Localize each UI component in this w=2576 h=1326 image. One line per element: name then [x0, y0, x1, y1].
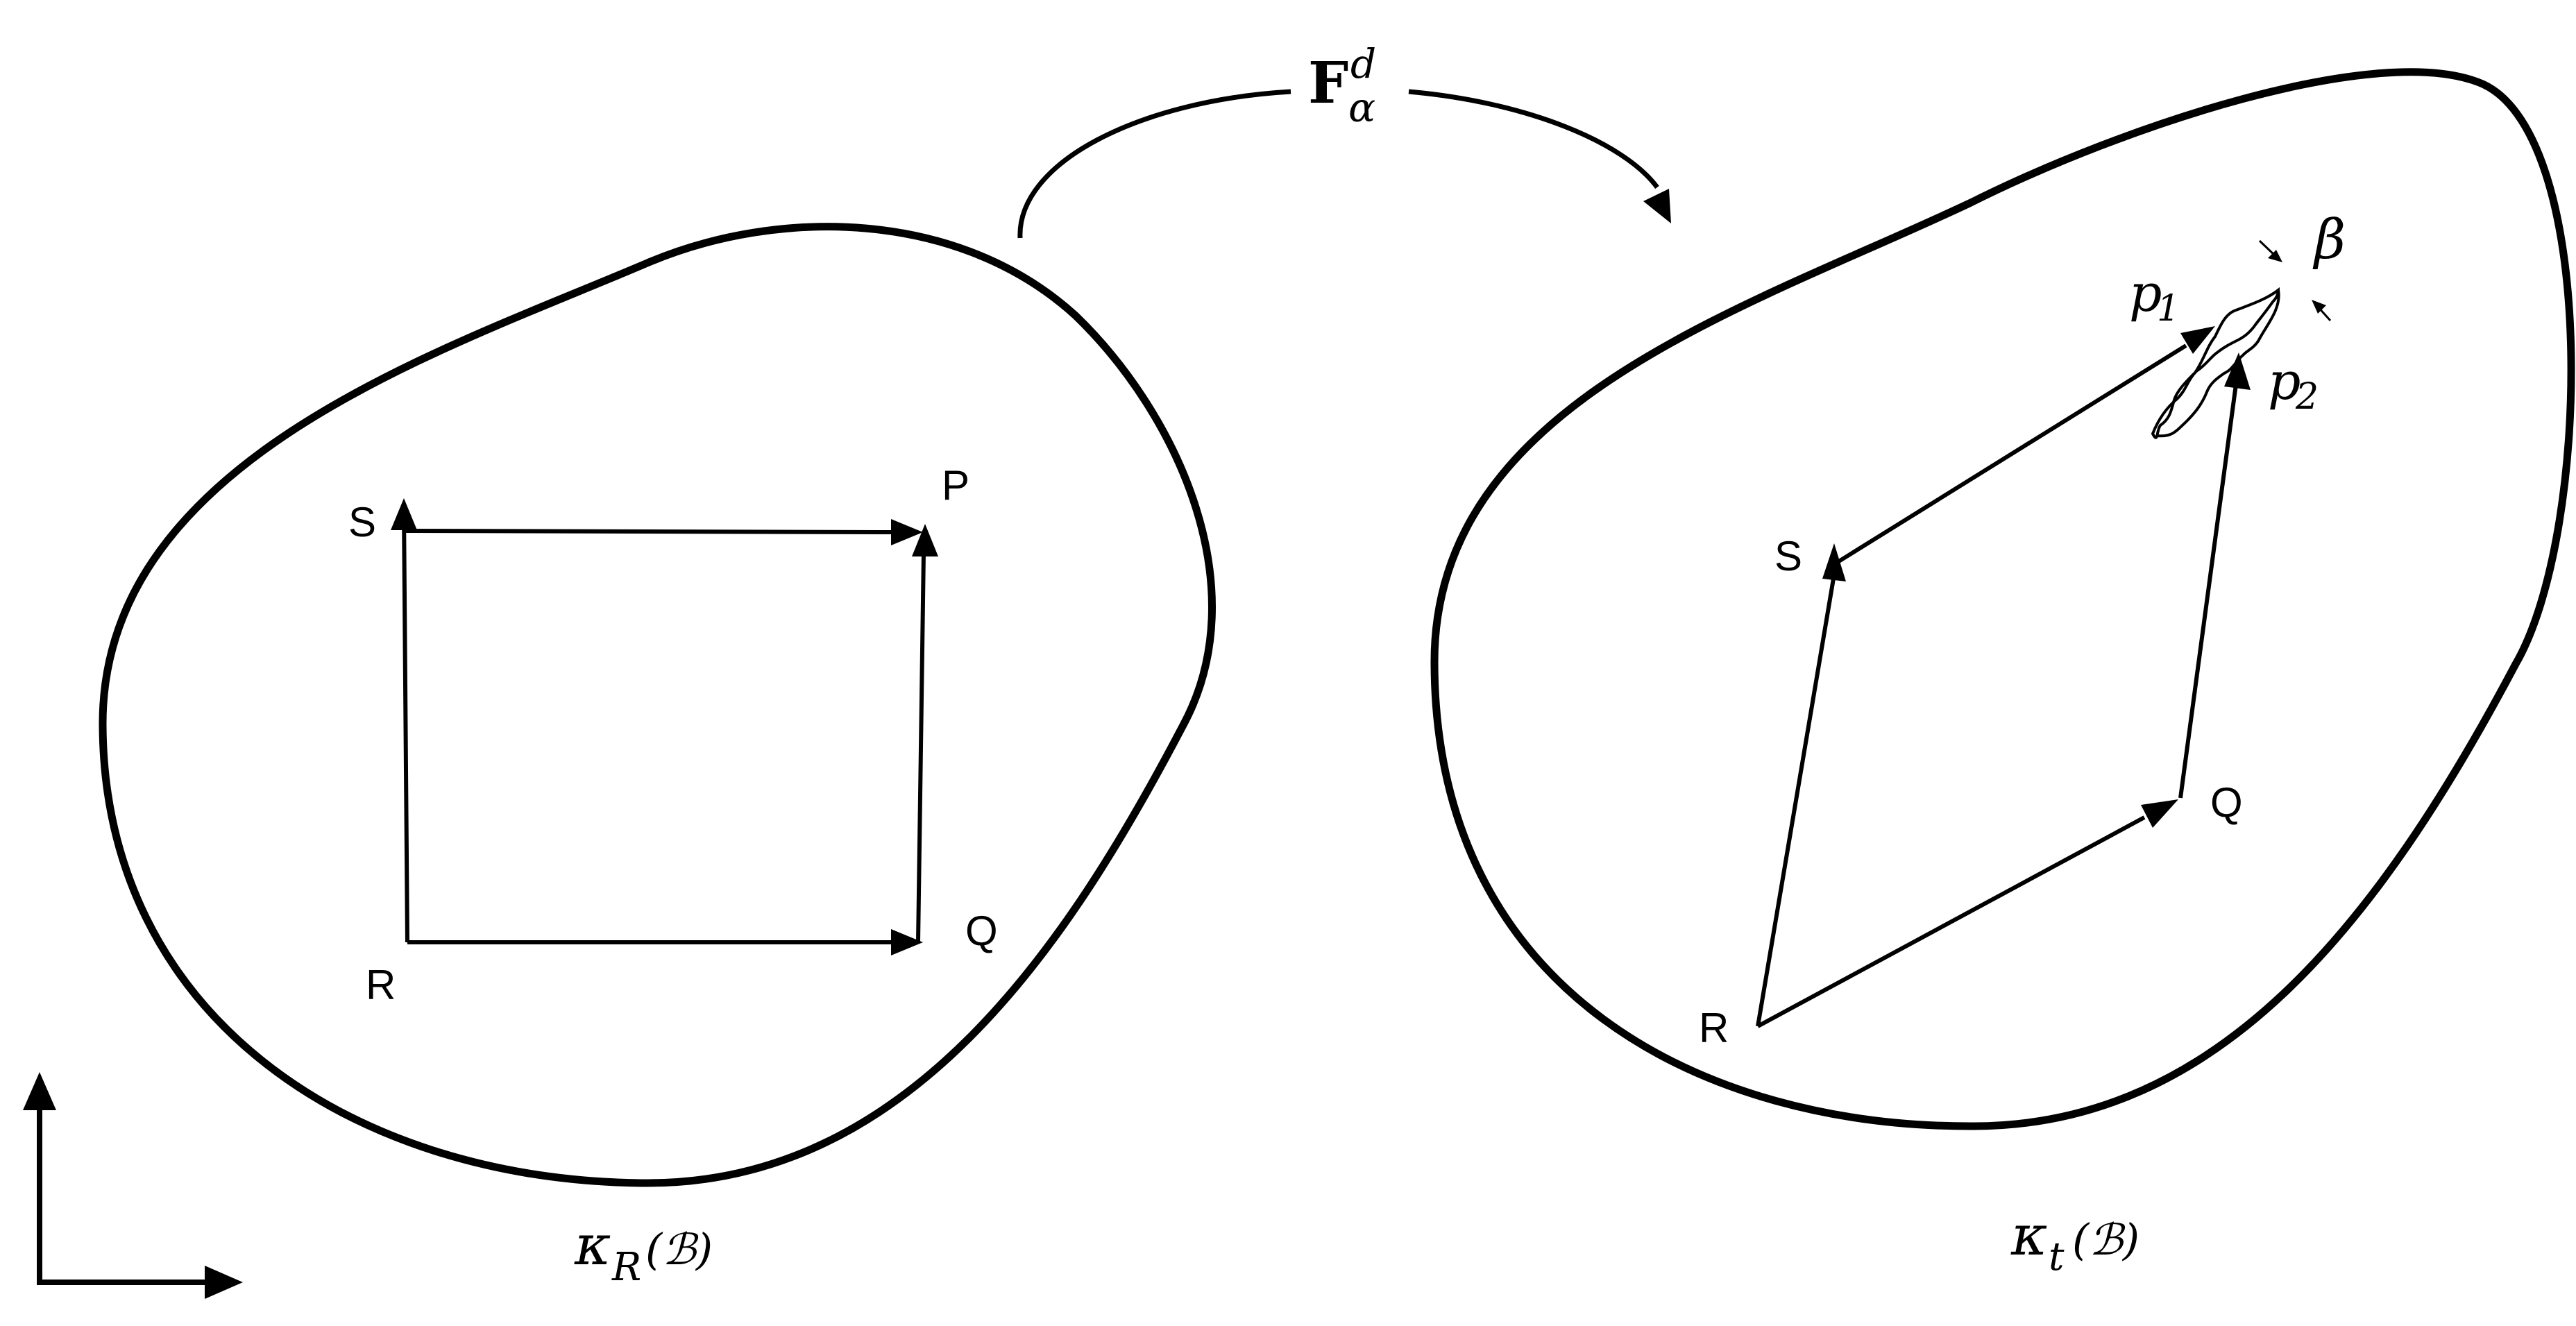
cur-kappa: κ	[2010, 1203, 2047, 1268]
mapping-label: F d α	[1308, 40, 1376, 131]
beta-arrow-lower-head	[2312, 300, 2326, 314]
mapping-sub: α	[1348, 84, 1375, 131]
vector-QP	[916, 552, 926, 943]
vector-RS-head	[391, 498, 417, 530]
reference-body-outline	[99, 223, 1216, 1187]
axis-horizontal-head	[205, 1266, 243, 1299]
label-p1: p 1	[2129, 264, 2180, 330]
axis-vertical-head	[23, 1072, 56, 1110]
cur-point-R: R	[1699, 1005, 1729, 1051]
mapping-arc-right	[1408, 89, 1659, 189]
cur-kappa-arg: (ℬ)	[2072, 1214, 2139, 1265]
ref-point-P: P	[942, 462, 969, 509]
crack-outline-lower	[2156, 289, 2280, 438]
mapping-F: F	[1308, 50, 1348, 117]
ref-kappa-arg: (ℬ)	[645, 1224, 713, 1275]
mapping-arrow: F d α	[1017, 40, 1671, 239]
vector-Sp1-head	[2180, 326, 2215, 354]
label-beta: β	[2312, 209, 2346, 271]
p2-main: p	[2268, 352, 2300, 411]
ref-kappa-sub: R	[611, 1245, 641, 1290]
vector-RS-deformed	[1756, 574, 1836, 1027]
beta-arrow-upper-head	[2268, 250, 2282, 262]
mapping-arrow-head	[1643, 189, 1671, 223]
vector-RQ-head	[891, 929, 923, 955]
p1-main: p	[2129, 264, 2162, 323]
mapping-arc	[1017, 89, 1291, 239]
vector-RQ-deformed	[1756, 815, 2146, 1028]
coordinate-axes	[23, 1072, 243, 1299]
cur-kappa-sub: t	[2049, 1234, 2065, 1280]
vector-QP-head	[912, 524, 938, 556]
reference-body: S P R Q κ R (ℬ)	[99, 223, 1216, 1290]
p2-sub: 2	[2295, 376, 2319, 418]
ref-kappa: κ	[574, 1213, 611, 1277]
vector-RS	[402, 510, 409, 943]
reference-config-label: κ R (ℬ)	[574, 1213, 713, 1290]
ref-point-R: R	[366, 962, 396, 1008]
cur-point-S: S	[1774, 533, 1802, 579]
cur-point-Q: Q	[2210, 779, 2243, 826]
crack-outline	[2151, 287, 2280, 439]
current-body-outline	[1430, 68, 2575, 1130]
current-body: S R Q p 1 p 2 β κ t (ℬ)	[1430, 68, 2575, 1280]
vector-Qp2	[2178, 384, 2238, 799]
ref-point-S: S	[348, 499, 376, 545]
vector-Qp2-head	[2224, 352, 2251, 390]
vector-Sp1	[1831, 343, 2187, 568]
vector-RQ-deformed-head	[2141, 799, 2178, 828]
current-config-label: κ t (ℬ)	[2010, 1203, 2139, 1280]
mapping-sup: d	[1350, 40, 1376, 87]
vector-SP-head	[891, 519, 923, 545]
vector-SP	[405, 529, 896, 534]
p1-sub: 1	[2157, 288, 2180, 330]
label-p2: p 2	[2268, 352, 2319, 418]
ref-point-Q: Q	[965, 908, 998, 954]
